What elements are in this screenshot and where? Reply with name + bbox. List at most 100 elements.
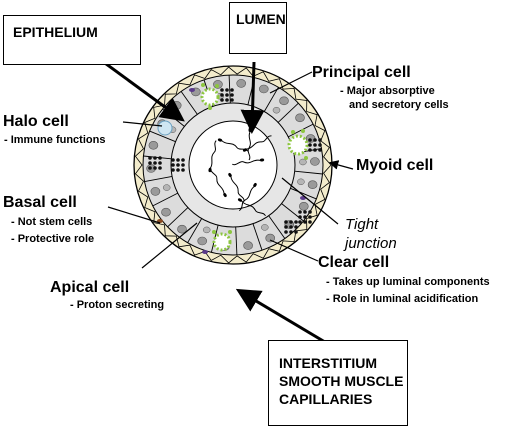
- granule-icon: [148, 156, 152, 160]
- nucleus-icon: [297, 178, 305, 186]
- granule-icon: [303, 220, 307, 224]
- nucleus-icon: [310, 157, 320, 166]
- granule-icon: [298, 210, 302, 214]
- granule-icon: [148, 161, 152, 165]
- sperm-tail: [238, 186, 255, 211]
- lumen-box: LUMEN: [229, 2, 287, 54]
- granule-icon: [313, 148, 317, 152]
- granule-icon: [176, 168, 180, 172]
- nucleus-icon: [295, 113, 305, 123]
- cell-boundary: [149, 130, 176, 143]
- lumen-label: LUMEN: [236, 11, 286, 27]
- myoid-arrow: [328, 160, 354, 170]
- interstitium-box: INTERSTITIUM SMOOTH MUSCLE CAPILLARIES: [268, 340, 408, 426]
- cell-boundary: [144, 175, 173, 183]
- sperm-icon: [232, 158, 265, 166]
- nucleus-icon: [307, 180, 318, 189]
- granule-icon: [230, 98, 234, 102]
- granule-icon: [303, 210, 307, 214]
- cell-boundary: [268, 215, 286, 239]
- granule-icon: [181, 168, 185, 172]
- halo-desc-1: - Immune functions: [4, 134, 106, 146]
- sperm-tail: [210, 168, 225, 194]
- granule-icon: [171, 168, 175, 172]
- principal-leader: [269, 71, 313, 94]
- sperm-tail: [209, 140, 217, 169]
- apical-leader: [141, 222, 198, 269]
- granule-icon: [225, 88, 229, 92]
- granule-icon: [153, 156, 157, 160]
- sperm-icon: [210, 168, 227, 198]
- nucleus-icon: [258, 84, 269, 94]
- lumen-arrow: [240, 61, 265, 134]
- granule-icon: [289, 230, 293, 234]
- nucleus-icon: [261, 224, 269, 231]
- clear-desc-2: - Role in luminal acidification: [326, 293, 479, 305]
- granule-icon: [225, 98, 229, 102]
- cell-boundary: [187, 218, 203, 243]
- principal-desc-2: and secretory cells: [349, 99, 449, 111]
- granule-icon: [171, 158, 175, 162]
- sperm-head: [228, 172, 232, 178]
- granule-icon: [181, 163, 185, 167]
- basal-desc-2: - Protective role: [11, 233, 95, 245]
- sperm-head: [248, 127, 252, 133]
- nucleus-icon: [272, 106, 281, 114]
- nucleus-icon: [148, 141, 159, 150]
- cell-boundary: [287, 123, 314, 138]
- nucleus-icon: [197, 236, 207, 246]
- basal-desc-1: - Not stem cells: [11, 216, 93, 228]
- granule-icon: [153, 161, 157, 165]
- myoid-title: Myoid cell: [356, 157, 434, 174]
- granule-icon: [294, 220, 298, 224]
- granule-icon: [308, 148, 312, 152]
- clear-leader: [269, 239, 319, 262]
- sperm-icon: [242, 135, 272, 152]
- granule-icon: [220, 98, 224, 102]
- granule-icon: [289, 225, 293, 229]
- principal-title: Principal cell: [312, 64, 411, 81]
- cell-boundary: [290, 187, 317, 200]
- sperm-icon: [238, 182, 257, 211]
- nucleus-icon: [162, 184, 171, 191]
- granule-icon: [308, 138, 312, 142]
- granule-icon: [284, 225, 288, 229]
- cell-boundary: [277, 102, 299, 123]
- sperm-tail: [241, 200, 266, 217]
- basal-leader: [107, 206, 161, 224]
- apical-desc-1: - Proton secreting: [70, 299, 165, 311]
- nucleus-icon: [236, 79, 246, 88]
- granule-icon: [294, 225, 298, 229]
- tight-title-1: Tight: [345, 216, 379, 233]
- sperm-tail: [230, 176, 245, 202]
- nucleus-icon: [265, 233, 276, 243]
- sperm-head: [259, 158, 265, 162]
- granule-icon: [313, 143, 317, 147]
- epithelium-box: EPITHELIUM: [3, 15, 141, 65]
- granule-icon: [308, 143, 312, 147]
- clear-cell-bottom: [212, 230, 232, 252]
- basal-title: Basal cell: [3, 194, 77, 211]
- granule-icon: [313, 138, 317, 142]
- sperm-head: [223, 192, 227, 198]
- granule-icon: [176, 163, 180, 167]
- granule-icon: [298, 215, 302, 219]
- granule-icon: [318, 148, 322, 152]
- nucleus-icon: [150, 187, 161, 196]
- sperm-icon: [237, 198, 266, 217]
- cell-boundary: [228, 75, 231, 104]
- granule-icon: [153, 166, 157, 170]
- tight-title-2: junction: [345, 235, 397, 252]
- nucleus-icon: [177, 224, 187, 234]
- granule-icon: [220, 88, 224, 92]
- nucleus-icon: [299, 158, 307, 166]
- halo-title: Halo cell: [3, 113, 69, 130]
- nucleus-icon: [298, 202, 309, 211]
- granule-icon: [308, 210, 312, 214]
- myoid-zigzag: [134, 66, 332, 264]
- sperm-head: [253, 182, 257, 188]
- cell-boundary: [263, 87, 279, 112]
- nucleus-icon: [171, 101, 182, 110]
